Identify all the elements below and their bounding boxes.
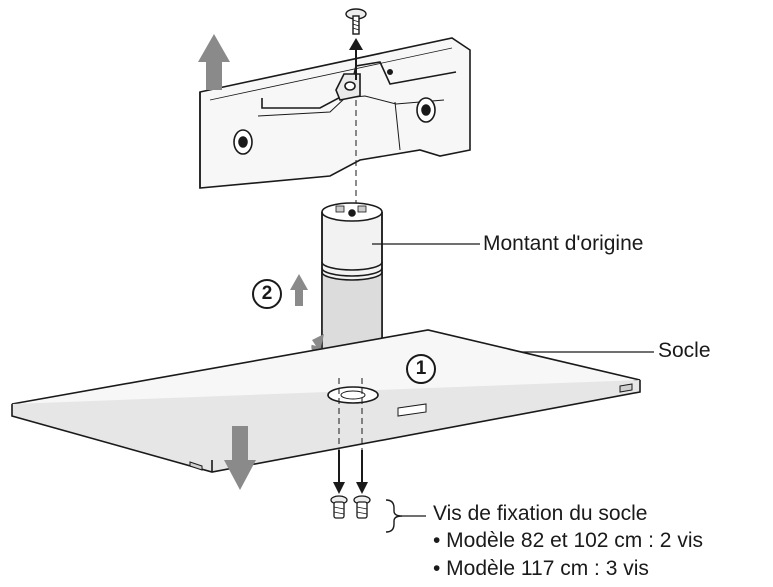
base-screws <box>330 495 371 519</box>
montant-label: Montant d'origine <box>483 232 644 255</box>
screw-up-arrow <box>349 38 363 50</box>
screws-model-2-label: • Modèle 117 cm : 3 vis <box>433 557 649 580</box>
base-plate <box>11 329 641 473</box>
step-1-number: 1 <box>415 358 427 379</box>
socle-label: Socle <box>658 339 711 362</box>
step-1-circle <box>406 354 436 384</box>
screws-brace <box>385 499 403 533</box>
lift-up-arrow-icon <box>198 34 230 90</box>
screws-model-1-label: • Modèle 82 et 102 cm : 2 vis <box>433 529 703 552</box>
bracket <box>199 37 471 189</box>
step2-up-arrow-icon <box>290 274 308 306</box>
base-down-arrow-icon <box>224 426 256 490</box>
screw-down-arrows <box>333 450 368 494</box>
post <box>321 202 383 378</box>
top-screw <box>345 8 367 35</box>
screws-title-label: Vis de fixation du socle <box>433 502 648 525</box>
step-2-number: 2 <box>261 283 273 304</box>
step-2-circle <box>252 279 282 309</box>
